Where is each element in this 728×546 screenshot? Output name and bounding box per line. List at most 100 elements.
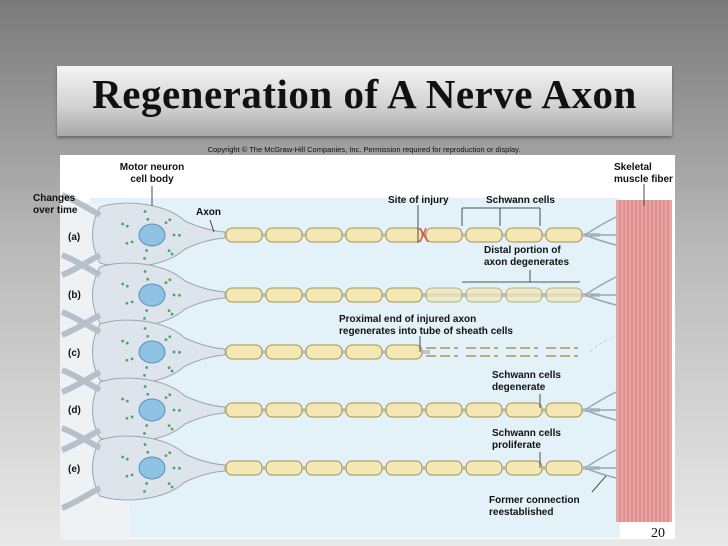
granule (130, 300, 134, 304)
granule (168, 451, 172, 455)
site-of-injury-label: Site of injury (388, 195, 449, 206)
motor-neuron-label-line1: Motor neuron (119, 162, 185, 173)
dendrites (60, 252, 102, 338)
granule (143, 489, 146, 493)
schwann-degenerate-line2: degenerate (492, 382, 546, 393)
granule (143, 431, 146, 435)
schwann-proliferate-line2: proliferate (492, 440, 541, 451)
label-pointer-line (591, 475, 607, 493)
schwann-cell (465, 460, 503, 476)
page-number: 20 (651, 526, 665, 541)
granule (164, 281, 168, 285)
granule (143, 210, 147, 213)
granule (168, 335, 172, 339)
schwann-cells-label: Schwann cells (486, 195, 555, 206)
nucleus (138, 340, 166, 364)
former-label-line2: reestablished (489, 507, 554, 518)
motor-neuron-label: Motor neuron cell body (112, 162, 192, 186)
distal-portion-label: Distal portion of axon degenerates (484, 245, 569, 269)
nucleus (138, 223, 166, 247)
granule (125, 399, 129, 403)
nerve-terminal (584, 216, 617, 246)
granule (125, 474, 129, 478)
stage-row-e (60, 425, 617, 511)
granule (130, 240, 134, 244)
granule (125, 416, 129, 420)
nucleus (138, 283, 166, 307)
granule (172, 233, 176, 237)
stage-row-d (60, 367, 617, 453)
schwann-cell (505, 460, 543, 476)
granule (146, 217, 150, 221)
proximal-label-line1: Proximal end of injured axon (339, 314, 477, 325)
former-connection-label: Former connection reestablished (489, 495, 580, 519)
granule (121, 455, 125, 459)
schwann-cell (425, 460, 463, 476)
stage-row-b (60, 252, 617, 338)
proximal-end-label: Proximal end of injured axon regenerates… (339, 314, 513, 338)
schwann-degenerate-line1: Schwann cells (492, 370, 561, 381)
granule (145, 424, 149, 427)
changes-label-line1: Changes (33, 193, 76, 204)
schwann-cell (545, 287, 583, 303)
granule (170, 485, 174, 489)
slide-title: Regeneration of A Nerve Axon (92, 71, 637, 117)
schwann-cell (505, 402, 543, 418)
granule (143, 270, 147, 273)
copyright-notice: Copyright © The McGraw-Hill Companies, I… (207, 145, 521, 154)
distal-label-line1: Distal portion of (484, 245, 561, 256)
changes-label-line2: over time (33, 205, 78, 216)
stage-label-d: (d) (68, 405, 81, 416)
schwann-degenerate-label: Schwann cells degenerate (492, 370, 561, 394)
nerve-terminal (584, 391, 617, 421)
granule (145, 482, 149, 485)
granule (143, 316, 146, 320)
changes-over-time-label: Changes over time (33, 193, 77, 217)
granule (170, 427, 174, 431)
schwann-cell (305, 287, 343, 303)
granule (125, 301, 129, 305)
title-bar (57, 66, 672, 136)
granule (130, 415, 134, 419)
schwann-cell (225, 344, 263, 360)
schwann-cell (265, 227, 303, 243)
granule (125, 457, 129, 461)
schwann-cell (545, 227, 583, 243)
stage-row-c (60, 309, 617, 395)
schwann-cell (545, 460, 583, 476)
granule (170, 312, 174, 316)
schwann-cell (265, 287, 303, 303)
schwann-cell (265, 402, 303, 418)
granule (121, 339, 125, 343)
dendrites (60, 367, 102, 453)
granule (178, 293, 181, 297)
muscle-fiber (616, 200, 672, 522)
nerve-terminal (584, 449, 617, 479)
schwann-cell (345, 227, 383, 243)
schwann-cell (385, 460, 423, 476)
schwann-cell (305, 402, 343, 418)
granule (178, 350, 181, 354)
granule (164, 454, 168, 458)
schwann-cell (305, 344, 343, 360)
schwann-cell (265, 460, 303, 476)
former-label-line1: Former connection (489, 495, 580, 506)
granule (146, 392, 150, 396)
granule (121, 222, 125, 226)
dendrites (60, 425, 102, 511)
schwann-cell (225, 460, 263, 476)
schwann-cell (385, 287, 423, 303)
schwann-cell (425, 402, 463, 418)
granule (130, 473, 134, 477)
schwann-cell (385, 227, 423, 243)
nerve-terminal-faded (589, 335, 617, 353)
granule (125, 224, 129, 228)
schwann-cell (345, 287, 383, 303)
granule (145, 249, 149, 252)
granule (143, 256, 146, 260)
granule (168, 393, 172, 397)
granule (170, 369, 174, 373)
schwann-cell (465, 287, 503, 303)
nucleus (138, 398, 166, 422)
granule (146, 450, 150, 454)
